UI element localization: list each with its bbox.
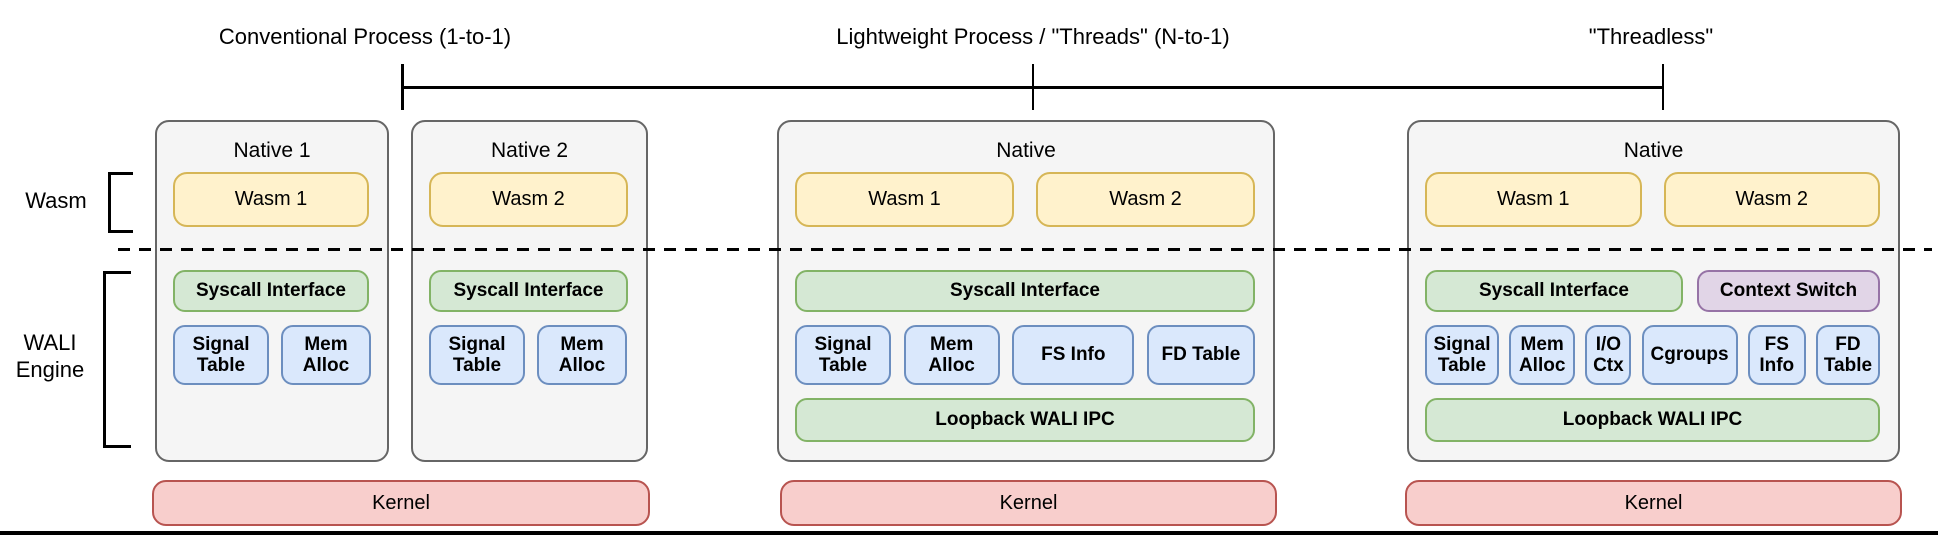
native-process-threadless: Native Wasm 1 Wasm 2 Syscall Interface C… [1407, 120, 1900, 462]
syscall-interface-box: Syscall Interface [1425, 270, 1683, 312]
native-2-wasm-row: Wasm 2 [429, 172, 628, 227]
axis-tick-right [1661, 64, 1664, 110]
fs-info-box: FS Info [1012, 325, 1135, 385]
syscall-interface-box: Syscall Interface [795, 270, 1255, 312]
native-2-title: Native 2 [490, 139, 569, 162]
fd-table-box: FD Table [1146, 325, 1255, 385]
syscall-interface-box: Syscall Interface [429, 270, 628, 312]
context-switch-box: Context Switch [1697, 270, 1880, 312]
fd-table-box: FD Table [1815, 325, 1880, 385]
native-threads-state-row: Signal Table Mem Alloc FS Info FD Table [795, 325, 1255, 385]
loopback-wali-ipc-box: Loopback WALI IPC [795, 398, 1255, 442]
native-process-2: Native 2 Wasm 2 Syscall Interface Signal… [411, 120, 648, 462]
label-conventional-process: Conventional Process (1-to-1) [218, 24, 512, 49]
native-threadless-title: Native [1623, 139, 1684, 162]
native-threads-title: Native [996, 139, 1056, 162]
axis-tick-middle [1031, 64, 1034, 110]
native-1-state-row: Signal Table Mem Alloc [173, 325, 371, 385]
wali-engine-label-line2: Engine [15, 357, 85, 382]
native-threadless-wasm-row: Wasm 1 Wasm 2 [1425, 172, 1880, 227]
native-process-threads: Native Wasm 1 Wasm 2 Syscall Interface S… [777, 120, 1275, 462]
mem-alloc-box: Mem Alloc [281, 325, 371, 385]
signal-table-box: Signal Table [1425, 325, 1499, 385]
loopback-wali-ipc-box: Loopback WALI IPC [1425, 398, 1880, 442]
wali-engine-label-line1: WALI [23, 330, 77, 355]
axis-tick-left [401, 64, 404, 110]
native-process-1: Native 1 Wasm 1 Syscall Interface Signal… [155, 120, 389, 462]
io-ctx-box: I/O Ctx [1585, 325, 1632, 385]
kernel-box-threadless: Kernel [1405, 480, 1902, 526]
label-threadless: "Threadless" [1588, 24, 1714, 49]
wasm-layer-bracket [108, 172, 133, 233]
native-threads-ipc-row: Loopback WALI IPC [795, 398, 1255, 442]
signal-table-box: Signal Table [429, 325, 525, 385]
native-threadless-state-row: Signal Table Mem Alloc I/O Ctx Cgroups F… [1425, 325, 1880, 385]
wali-engine-layer-bracket [103, 271, 131, 448]
wali-engine-layer-label: WALI Engine [0, 329, 100, 383]
native-2-state-row: Signal Table Mem Alloc [429, 325, 628, 385]
wasm-instance-box: Wasm 2 [1036, 172, 1255, 227]
wasm-instance-box: Wasm 1 [1425, 172, 1642, 227]
wasm-wali-boundary-dashed-line [118, 248, 1932, 251]
native-threads-wasm-row: Wasm 1 Wasm 2 [795, 172, 1255, 227]
mem-alloc-box: Mem Alloc [1509, 325, 1576, 385]
native-threadless-ipc-row: Loopback WALI IPC [1425, 398, 1880, 442]
native-1-syscall-row: Syscall Interface [173, 270, 369, 312]
kernel-box-threads: Kernel [780, 480, 1277, 526]
wasm-instance-box: Wasm 2 [429, 172, 628, 227]
signal-table-box: Signal Table [795, 325, 891, 385]
fs-info-box: FS Info [1747, 325, 1806, 385]
wasm-layer-label: Wasm [25, 188, 87, 213]
signal-table-box: Signal Table [173, 325, 269, 385]
native-threads-syscall-row: Syscall Interface [795, 270, 1255, 312]
native-1-title: Native 1 [233, 139, 311, 162]
label-lightweight-process: Lightweight Process / "Threads" (N-to-1) [836, 24, 1230, 49]
wasm-instance-box: Wasm 1 [795, 172, 1014, 227]
wasm-instance-box: Wasm 1 [173, 172, 369, 227]
mem-alloc-box: Mem Alloc [537, 325, 627, 385]
native-1-wasm-row: Wasm 1 [173, 172, 369, 227]
native-2-syscall-row: Syscall Interface [429, 270, 628, 312]
syscall-interface-box: Syscall Interface [173, 270, 369, 312]
bottom-border-rule [0, 531, 1938, 535]
wasm-instance-box: Wasm 2 [1663, 172, 1880, 227]
native-threadless-syscall-row: Syscall Interface Context Switch [1425, 270, 1880, 312]
cgroups-box: Cgroups [1641, 325, 1738, 385]
mem-alloc-box: Mem Alloc [903, 325, 1000, 385]
kernel-box-conventional: Kernel [152, 480, 650, 526]
